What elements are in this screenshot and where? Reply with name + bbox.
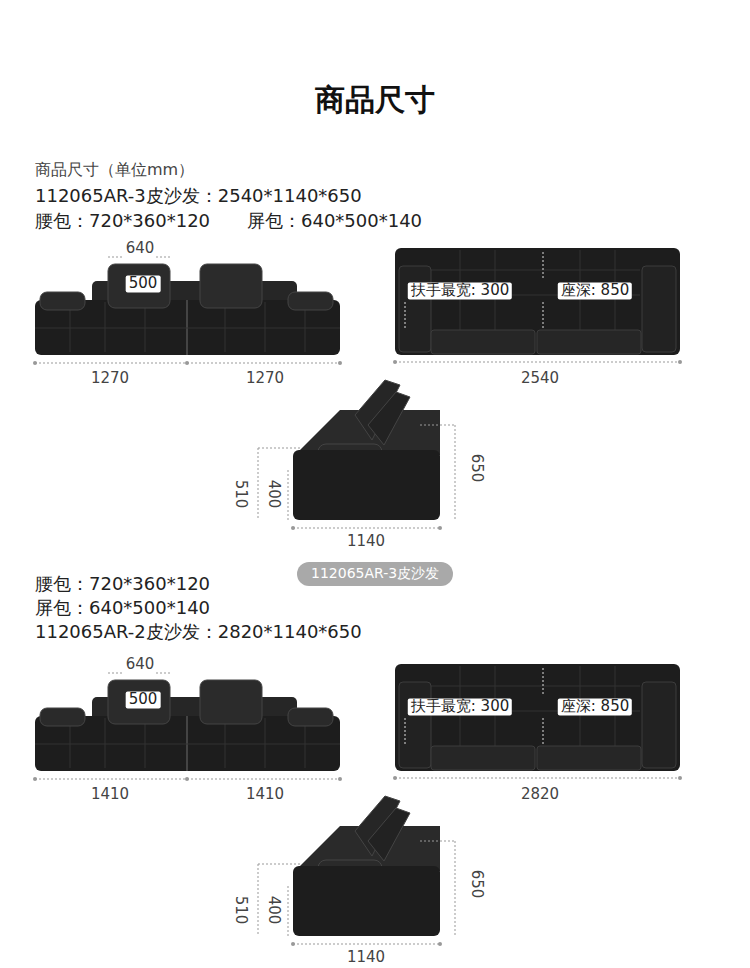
dimension: 500 (126, 275, 161, 292)
dimension: 1270 (246, 370, 284, 387)
dimension: 座深: 850 (558, 698, 632, 715)
sofa-views-3 (33, 248, 682, 530)
dimension: 400 (264, 480, 281, 509)
unit-note: 商品尺寸（单位mm） (35, 161, 194, 179)
dimension: 400 (264, 896, 281, 925)
page-title: 商品尺寸 (315, 83, 435, 118)
dimension: 扶手最宽: 300 (408, 698, 512, 715)
dimension: 650 (467, 454, 484, 483)
dimension: 1410 (91, 786, 129, 803)
dimension: 1410 (246, 786, 284, 803)
dimension: 650 (467, 870, 484, 899)
dimension: 510 (231, 896, 248, 925)
model-tag: 112065AR-3皮沙发 (297, 562, 453, 586)
pillow-size: 屏包：640*500*140 (35, 598, 210, 619)
pillow-size: 屏包：640*500*140 (247, 211, 422, 232)
dimension: 510 (231, 480, 248, 509)
dimension: 1140 (347, 949, 385, 966)
dimension: 640 (126, 656, 155, 673)
dimension: 1270 (91, 370, 129, 387)
model-size: 112065AR-2皮沙发：2820*1140*650 (35, 622, 362, 643)
pillow-size: 腰包：720*360*120 (35, 574, 210, 595)
sofa-views-2 (33, 664, 682, 946)
dimension: 扶手最宽: 300 (408, 282, 512, 299)
dimension: 640 (126, 240, 155, 257)
dimension: 座深: 850 (558, 282, 632, 299)
dimension: 500 (126, 691, 161, 708)
dimension: 1140 (347, 533, 385, 550)
model-tag-text: 112065AR-3皮沙发 (311, 565, 439, 581)
pillow-size: 腰包：720*360*120 (35, 211, 210, 232)
model-size: 112065AR-3皮沙发：2540*1140*650 (35, 186, 362, 207)
dimension: 2540 (521, 370, 559, 387)
dimension: 2820 (521, 786, 559, 803)
